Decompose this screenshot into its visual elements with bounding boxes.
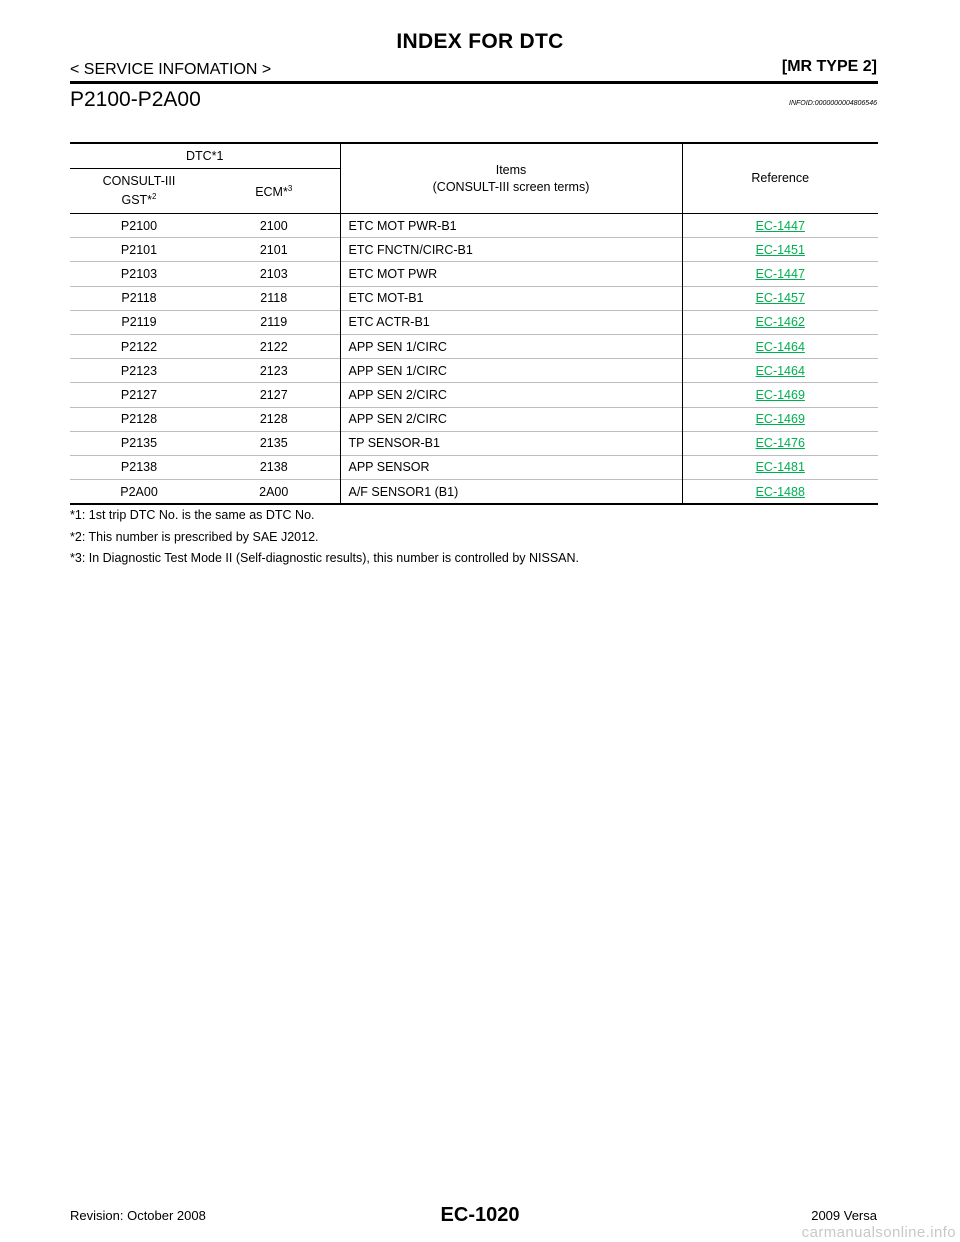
reference-link[interactable]: EC-1488 xyxy=(755,484,805,499)
gst-header-sup: 2 xyxy=(152,192,157,202)
reference-link[interactable]: EC-1469 xyxy=(755,412,805,427)
ecm-header-sup: 3 xyxy=(287,184,293,194)
reference-link[interactable]: EC-1457 xyxy=(755,291,805,306)
reference-link[interactable]: EC-1481 xyxy=(755,460,805,475)
model-year: 2009 Versa xyxy=(811,1208,877,1223)
reference-cell: EC-1476 xyxy=(681,430,878,456)
ecm-code-cell: 2101 xyxy=(208,237,340,262)
reference-link[interactable]: EC-1462 xyxy=(755,315,805,330)
reference-link[interactable]: EC-1447 xyxy=(755,266,805,281)
reference-link[interactable]: EC-1476 xyxy=(755,436,805,451)
reference-cell: EC-1464 xyxy=(681,358,878,383)
item-cell: TP SENSOR-B1 xyxy=(339,430,682,456)
reference-link[interactable]: EC-1464 xyxy=(755,363,805,378)
dtc-group-header: DTC*1 xyxy=(70,142,340,169)
page-number: EC-1020 xyxy=(440,1204,520,1226)
ecm-code-cell: 2135 xyxy=(208,430,340,456)
gst-code-cell: P2100 xyxy=(70,212,208,238)
gst-header-line1: CONSULT-III xyxy=(102,174,176,189)
header-divider xyxy=(70,81,878,84)
item-cell: ETC MOT PWR-B1 xyxy=(339,212,682,238)
ecm-code-cell: 2103 xyxy=(208,261,340,287)
gst-code-cell: P2118 xyxy=(70,285,208,311)
gst-code-cell: P2119 xyxy=(70,309,208,335)
items-header: Items (CONSULT-III screen terms) xyxy=(339,142,682,214)
ecm-code-cell: 2138 xyxy=(208,454,340,480)
ecm-code-cell: 2119 xyxy=(208,309,340,335)
footnote-2: *2: This number is prescribed by SAE J20… xyxy=(70,530,319,544)
dtc-index-table: DTC*1 Items (CONSULT-III screen terms) R… xyxy=(70,142,878,506)
gst-code-cell: P2122 xyxy=(70,333,208,359)
item-cell: APP SEN 2/CIRC xyxy=(339,406,682,432)
gst-code-cell: P2A00 xyxy=(70,479,208,506)
gst-code-cell: P2135 xyxy=(70,430,208,456)
ecm-code-cell: 2122 xyxy=(208,333,340,359)
reference-cell: EC-1481 xyxy=(681,454,878,480)
reference-cell: EC-1447 xyxy=(681,261,878,287)
gst-header: CONSULT-III GST*2 xyxy=(70,169,208,214)
item-cell: APP SEN 1/CIRC xyxy=(339,358,682,383)
gst-code-cell: P2127 xyxy=(70,382,208,407)
item-cell: APP SENSOR xyxy=(339,454,682,480)
engine-type-label: [MR TYPE 2] xyxy=(781,58,877,75)
reference-cell: EC-1488 xyxy=(681,479,878,506)
reference-cell: EC-1469 xyxy=(681,406,878,432)
reference-cell: EC-1462 xyxy=(681,309,878,335)
item-cell: ETC FNCTN/CIRC-B1 xyxy=(339,237,682,262)
gst-code-cell: P2101 xyxy=(70,237,208,262)
ecm-code-cell: 2118 xyxy=(208,285,340,311)
gst-code-cell: P2138 xyxy=(70,454,208,480)
revision-date: Revision: October 2008 xyxy=(70,1208,206,1223)
reference-cell: EC-1469 xyxy=(681,382,878,407)
ecm-code-cell: 2A00 xyxy=(208,479,340,506)
item-cell: APP SEN 2/CIRC xyxy=(339,382,682,407)
gst-code-cell: P2103 xyxy=(70,261,208,287)
reference-cell: EC-1457 xyxy=(681,285,878,311)
ecm-code-cell: 2127 xyxy=(208,382,340,407)
info-id: INFOID:0000000004806546 xyxy=(789,100,877,107)
footnote-3: *3: In Diagnostic Test Mode II (Self-dia… xyxy=(70,551,580,565)
reference-link[interactable]: EC-1464 xyxy=(755,339,805,354)
ecm-header-text: ECM* xyxy=(255,185,288,200)
items-header-line1: Items xyxy=(495,162,527,177)
gst-header-line2: GST* xyxy=(121,193,153,208)
ecm-header: ECM*3 xyxy=(208,169,340,214)
reference-link[interactable]: EC-1451 xyxy=(755,242,805,257)
section-title: P2100-P2A00 xyxy=(70,88,201,111)
reference-link[interactable]: EC-1447 xyxy=(755,218,805,233)
reference-cell: EC-1464 xyxy=(681,333,878,359)
watermark: carmanualsonline.info xyxy=(801,1224,956,1241)
item-cell: APP SEN 1/CIRC xyxy=(339,333,682,359)
page-title: INDEX FOR DTC xyxy=(396,30,564,53)
gst-code-cell: P2128 xyxy=(70,406,208,432)
reference-cell: EC-1447 xyxy=(681,212,878,238)
items-header-line2: (CONSULT-III screen terms) xyxy=(432,179,590,194)
reference-header: Reference xyxy=(681,142,878,214)
ecm-code-cell: 2100 xyxy=(208,212,340,238)
ecm-code-cell: 2123 xyxy=(208,358,340,383)
item-cell: ETC ACTR-B1 xyxy=(339,309,682,335)
section-breadcrumb: < SERVICE INFOMATION > xyxy=(70,61,272,78)
item-cell: ETC MOT PWR xyxy=(339,261,682,287)
item-cell: ETC MOT-B1 xyxy=(339,285,682,311)
reference-cell: EC-1451 xyxy=(681,237,878,262)
item-cell: A/F SENSOR1 (B1) xyxy=(339,479,682,506)
footnote-1: *1: 1st trip DTC No. is the same as DTC … xyxy=(70,508,315,522)
gst-code-cell: P2123 xyxy=(70,358,208,383)
reference-link[interactable]: EC-1469 xyxy=(755,387,805,402)
ecm-code-cell: 2128 xyxy=(208,406,340,432)
